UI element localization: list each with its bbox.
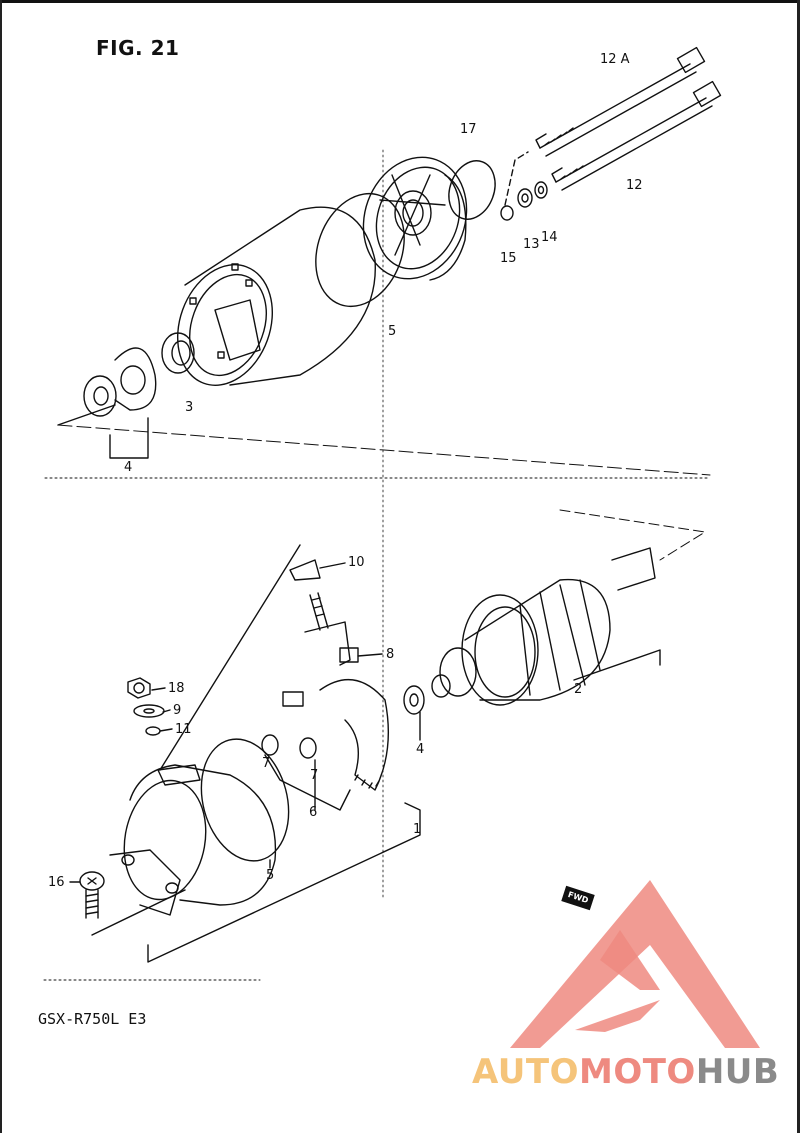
figure-title: FIG. 21: [96, 36, 180, 60]
watermark-part-3: HUB: [695, 1052, 780, 1092]
leader-8: [357, 653, 383, 657]
o-ring-5-bottom: [200, 738, 290, 862]
washer-4-mid: [403, 685, 425, 715]
callout-9: 9: [173, 703, 182, 718]
frame-border-top: [0, 0, 800, 3]
leader-6-7: [264, 754, 351, 811]
callout-6: 6: [309, 805, 318, 820]
washer-9: [133, 704, 165, 718]
commutator-end-cover: [109, 764, 277, 916]
armature-2: [431, 547, 656, 706]
washer-set-4-top: [83, 347, 157, 417]
washer-14: [534, 181, 548, 199]
callout-1: 1: [413, 822, 422, 837]
callout-8: 8: [386, 647, 395, 662]
callout-12a: 12 A: [600, 52, 630, 67]
o-ring-15: [500, 205, 514, 221]
frame-border-right: [797, 0, 800, 1133]
leader-dashed: [504, 151, 529, 206]
callout-15: 15: [500, 251, 517, 266]
nut-18: [127, 677, 151, 699]
callout-3: 3: [185, 400, 194, 415]
bearing-3: [161, 332, 195, 374]
alignment-line-top: [57, 424, 711, 476]
through-bolt-12a: [535, 46, 706, 157]
callout-10: 10: [348, 555, 365, 570]
callout-17: 17: [460, 122, 477, 137]
leader-cover-top: [159, 544, 301, 771]
brush-holder-6: [261, 678, 389, 791]
screw-16: [79, 871, 105, 919]
alignment-line-mid: [559, 509, 706, 561]
callout-5-top: 5: [388, 324, 397, 339]
o-ring-5-top: [315, 192, 405, 308]
watermark-logo: [510, 880, 760, 1048]
callout-5-bottom: 5: [266, 868, 275, 883]
leader-10: [319, 562, 346, 569]
model-code: GSX-R750L E3: [38, 1010, 147, 1028]
washer-11: [145, 726, 161, 736]
yoke-housing: [176, 206, 376, 386]
end-cover-top: [362, 156, 468, 281]
callout-12: 12: [626, 178, 643, 193]
watermark-wordmark: AUTOMOTOHUB: [472, 1052, 779, 1092]
brush-lead-8: [304, 621, 359, 666]
callout-11: 11: [175, 722, 192, 737]
leader-18-9-11: [151, 687, 173, 732]
callout-7b: 7: [310, 768, 319, 783]
callout-7a: 7: [262, 756, 271, 771]
leader-16: [69, 881, 186, 936]
callout-14: 14: [541, 230, 558, 245]
washer-13: [517, 188, 533, 208]
o-ring-17: [448, 160, 496, 220]
terminal-bolt-10: [289, 559, 329, 631]
callout-16: 16: [48, 875, 65, 890]
watermark-part-2: MOTO: [578, 1052, 696, 1092]
callout-4-mid: 4: [416, 742, 425, 757]
leader-2: [573, 649, 661, 681]
callout-13: 13: [523, 237, 540, 252]
callout-4-top: 4: [124, 460, 133, 475]
through-bolt-12: [551, 80, 722, 191]
callout-2: 2: [574, 682, 583, 697]
leader-4-top: [57, 404, 149, 459]
leader-1: [147, 802, 421, 963]
frame-border-left: [0, 0, 2, 1133]
callout-18: 18: [168, 681, 185, 696]
watermark-part-1: AUTO: [472, 1052, 579, 1092]
